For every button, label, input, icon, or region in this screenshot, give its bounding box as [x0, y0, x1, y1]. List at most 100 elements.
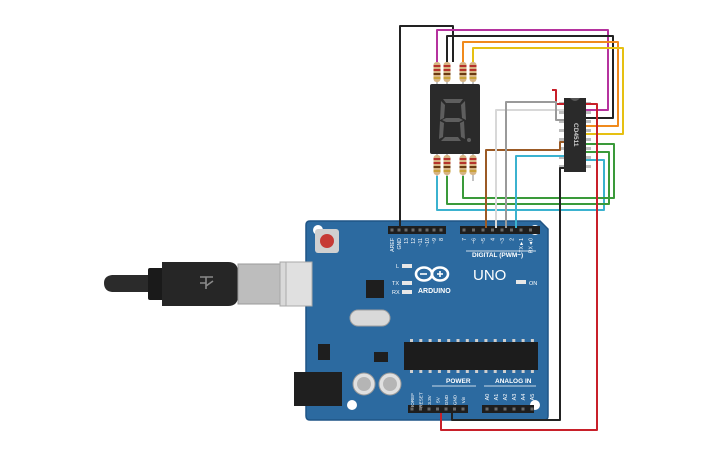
header-hole[interactable] [397, 228, 401, 232]
wire-yellow[interactable] [472, 47, 624, 135]
resistor-band [443, 170, 451, 172]
wire-cyan-d3[interactable] [515, 155, 564, 228]
chip-pin [586, 165, 591, 168]
resistor-band [469, 170, 477, 172]
power-pin-label: 3.3V [427, 394, 432, 404]
resistor-band [469, 158, 477, 160]
resistor-band [433, 65, 441, 67]
arduino-logo-icon [414, 266, 450, 282]
header-hole[interactable] [444, 407, 448, 411]
header-hole[interactable] [462, 228, 466, 232]
header-hole[interactable] [491, 228, 494, 232]
header-hole[interactable] [432, 228, 436, 232]
resistor-band [469, 73, 477, 75]
mcu-pin [465, 339, 469, 342]
power-pin-label: Vin [461, 396, 466, 403]
digital-pin-label: ~10 [425, 238, 431, 247]
header-hole[interactable] [530, 407, 534, 411]
resistor-band [469, 69, 477, 71]
cd4511-body[interactable] [564, 98, 586, 172]
header-hole[interactable] [410, 407, 414, 411]
resistor-band [469, 65, 477, 67]
wire-black-display-gnd[interactable] [399, 25, 454, 228]
header-hole[interactable] [419, 407, 422, 411]
header-hole[interactable] [510, 228, 513, 232]
power-pin-label: 5V [435, 396, 440, 403]
led-tx-label: TX [392, 281, 399, 287]
header-hole[interactable] [521, 407, 525, 411]
mcu-pin [456, 370, 460, 373]
chip-notch [570, 98, 580, 101]
wire-black-ground[interactable] [451, 167, 564, 421]
board-model-label: UNO [473, 267, 506, 284]
header-hole[interactable] [503, 407, 507, 411]
wire-red-stub[interactable] [552, 89, 564, 105]
header-hole[interactable] [404, 228, 408, 232]
header-hole[interactable] [485, 407, 489, 411]
resistor-band [443, 162, 451, 164]
resistor-band [443, 166, 451, 168]
wire-gray-d4[interactable] [505, 101, 564, 228]
power-jack[interactable] [294, 372, 342, 406]
resistor-band [459, 77, 467, 79]
header-hole[interactable] [461, 407, 465, 411]
header-hole[interactable] [418, 228, 422, 232]
wire-red-power[interactable] [440, 103, 598, 431]
header-hole[interactable] [500, 228, 504, 232]
digital-pin-label: GND [397, 238, 403, 250]
header-hole[interactable] [425, 228, 429, 232]
resistor-band [459, 158, 467, 160]
mcu-pin [456, 339, 460, 342]
header-hole[interactable] [494, 407, 498, 411]
chip-pin [559, 165, 564, 168]
header-hole[interactable] [472, 228, 475, 232]
mcu-pin [437, 339, 441, 342]
reset-button[interactable] [320, 234, 334, 248]
resistor-band [469, 162, 477, 164]
resistor-band [443, 158, 451, 160]
seven-segment-assembly[interactable] [430, 58, 480, 181]
chip-pin [559, 156, 564, 159]
mcu-pin [530, 370, 534, 373]
resistor-band [443, 69, 451, 71]
header-hole[interactable] [439, 228, 443, 232]
mcu-pin [521, 339, 525, 342]
mcu-pin [530, 339, 534, 342]
wire-white-d5[interactable] [495, 109, 564, 228]
resistor-band [469, 77, 477, 79]
digital-pin-label: 2 [510, 238, 516, 241]
wire-magenta[interactable] [436, 29, 609, 111]
mcu-pin [428, 339, 432, 342]
header-hole[interactable] [481, 228, 485, 232]
header-hole[interactable] [411, 228, 415, 232]
bottom-header-holes [410, 407, 534, 411]
header-hole[interactable] [512, 407, 516, 411]
chip-pin [559, 147, 564, 150]
header-hole[interactable] [427, 407, 431, 411]
cd4511-chip[interactable]: CD4511 [559, 98, 591, 172]
wires[interactable] [399, 25, 624, 431]
small-component [374, 352, 388, 362]
capacitor-top [383, 377, 397, 391]
led-rx [402, 290, 412, 294]
header-hole[interactable] [519, 228, 523, 232]
resistor-band [469, 166, 477, 168]
wire-brown-d6[interactable] [485, 141, 564, 228]
wire-green-bottom-2[interactable] [462, 143, 615, 199]
header-hole[interactable] [453, 407, 456, 411]
chip-pin [586, 120, 591, 123]
wire-orange[interactable] [462, 41, 619, 127]
header-hole[interactable] [390, 228, 394, 232]
header-hole[interactable] [529, 228, 532, 232]
wire-black-top[interactable] [446, 35, 614, 119]
mcu-pins [410, 339, 534, 373]
analog-header [482, 405, 534, 413]
header-hole[interactable] [436, 407, 439, 411]
wire-green-bottom[interactable] [446, 151, 610, 205]
usb-cable[interactable] [104, 261, 309, 307]
